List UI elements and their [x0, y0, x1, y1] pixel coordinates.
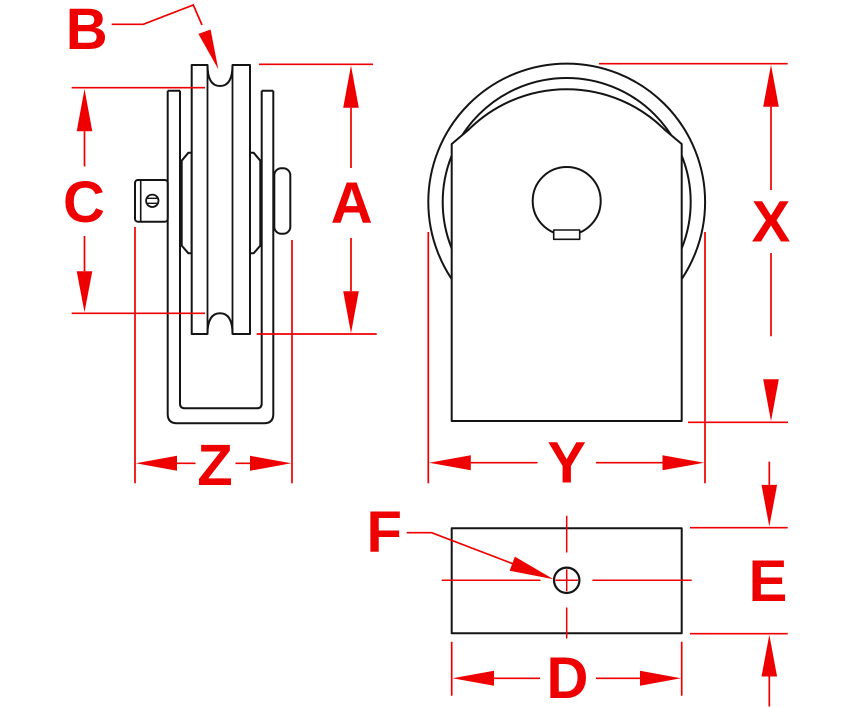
dim-e-arrow-down	[761, 484, 778, 527]
dim-a-arrow-down	[343, 291, 359, 334]
dim-z-extension-lines	[134, 227, 293, 484]
bottom-view	[441, 515, 692, 639]
dim-y-extension-lines	[427, 232, 706, 484]
dimension-a: A	[256, 63, 377, 335]
dimension-label-y: Y	[547, 431, 586, 496]
dim-c-extension-lines	[71, 86, 205, 315]
front-view	[427, 62, 707, 422]
dimension-label-b: B	[66, 0, 108, 62]
dimension-label-a: A	[331, 171, 373, 236]
dim-d-arrow-right	[640, 670, 681, 686]
dimension-d: D	[450, 641, 683, 707]
dim-z-arrow-left	[135, 455, 177, 471]
hub-left	[180, 151, 193, 255]
dim-d-arrow-left	[452, 670, 494, 686]
leader-b-line	[111, 3, 203, 26]
leader-f-arrowhead	[509, 556, 554, 580]
dim-a-extension-lines	[256, 63, 377, 335]
dimension-label-x: X	[752, 190, 791, 255]
dim-d-extension-lines	[450, 641, 683, 696]
dim-c-arrow-down	[76, 271, 93, 313]
leader-f: F	[366, 500, 554, 580]
dim-e-extension-lines	[690, 526, 788, 635]
side-bracket-channel	[166, 89, 275, 425]
dimension-label-f: F	[366, 500, 401, 565]
leader-f-line	[406, 531, 514, 565]
dim-x-arrow-down	[763, 379, 779, 422]
keyway-notch	[552, 229, 581, 241]
side-view	[134, 64, 292, 425]
plate-hole-centerlines	[441, 515, 692, 639]
dim-c-arrow-up	[76, 89, 93, 132]
dim-y-arrow-left	[429, 455, 471, 471]
dimension-label-d: D	[547, 646, 589, 707]
dimension-z: Z	[134, 227, 293, 498]
sheave-flange-inner-lines	[206, 65, 234, 334]
dimension-label-c: C	[63, 170, 105, 235]
side-boss	[273, 167, 292, 235]
dim-x-arrow-up	[763, 64, 779, 107]
dim-z-arrow-right	[250, 455, 292, 471]
shaft-hole	[531, 166, 602, 236]
dim-a-arrow-up	[343, 65, 359, 108]
dimension-x: X	[599, 62, 791, 424]
leader-b: B	[66, 0, 219, 70]
dimension-label-e: E	[749, 549, 788, 614]
dimension-e: E	[690, 461, 788, 707]
dimension-y: Y	[427, 232, 706, 496]
dim-y-arrow-right	[662, 455, 705, 471]
axle-screw-head	[145, 193, 160, 208]
hub-right	[249, 151, 262, 255]
screw-slot	[146, 197, 158, 204]
leader-b-arrowhead	[198, 29, 219, 70]
dimension-c: C	[63, 86, 205, 315]
sheave-side-profile	[190, 64, 251, 335]
dimension-label-z: Z	[197, 433, 232, 498]
front-bracket-plate	[450, 88, 683, 422]
dim-e-arrow-up	[761, 634, 778, 677]
